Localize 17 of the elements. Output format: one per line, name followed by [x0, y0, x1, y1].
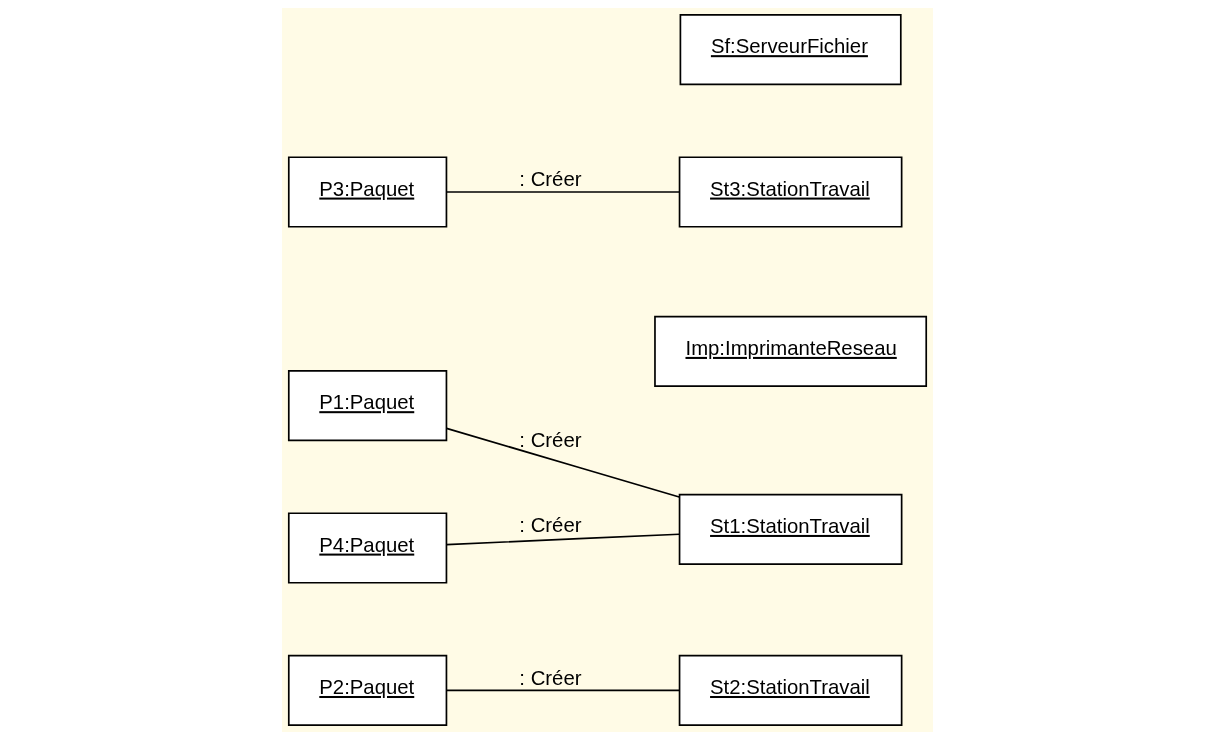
connector — [445, 191, 680, 193]
node-box: P2:Paquet — [287, 654, 447, 726]
node-box: St1:StationTravail — [678, 493, 902, 565]
edge-label: : Créer — [518, 168, 581, 191]
node-box: St2:StationTravail — [678, 654, 902, 726]
node-box: P1:Paquet — [287, 370, 447, 442]
node-box: St3:StationTravail — [678, 156, 902, 228]
node-box: Sf:ServeurFichier — [679, 14, 902, 86]
connector — [445, 427, 680, 498]
edge-label: : Créer — [518, 429, 581, 452]
connector — [445, 533, 680, 546]
connector — [445, 689, 680, 692]
node-box: P3:Paquet — [287, 156, 447, 228]
edge-label: : Créer — [518, 666, 581, 689]
edge-label: : Créer — [518, 514, 581, 537]
node-box: P4:Paquet — [287, 512, 447, 584]
node-box: Imp:ImprimanteReseau — [653, 315, 927, 387]
